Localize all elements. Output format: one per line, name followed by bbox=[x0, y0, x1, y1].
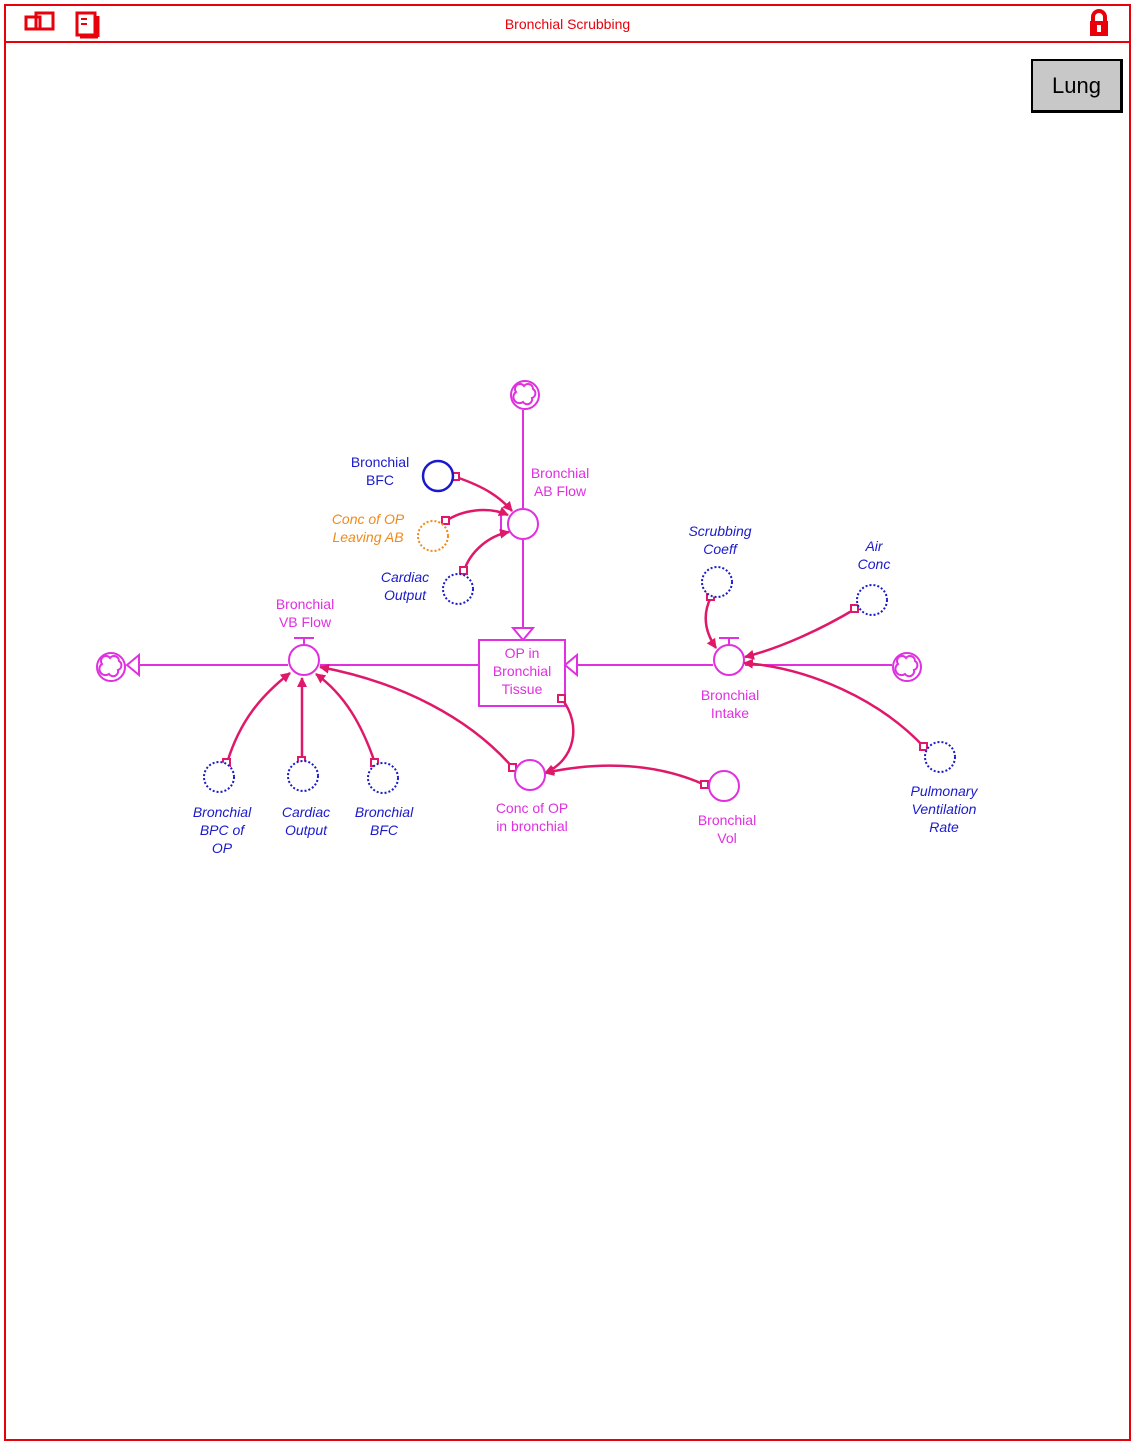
converter-label: Cardiac bbox=[282, 804, 330, 820]
converter-air-conc[interactable]: Air Conc bbox=[856, 538, 891, 616]
converter-label: Rate bbox=[929, 819, 959, 835]
flow-label: VB Flow bbox=[279, 614, 332, 630]
flow-label: Intake bbox=[711, 705, 749, 721]
converter-label: Bronchial bbox=[351, 454, 409, 470]
converter-conc-op-leaving-ab[interactable]: Conc of OP Leaving AB bbox=[332, 511, 449, 552]
converter-label: Conc of OP bbox=[496, 800, 568, 816]
window-title: Bronchial Scrubbing bbox=[504, 16, 631, 32]
stock-label: Tissue bbox=[502, 681, 543, 697]
converter-label: Pulmonary bbox=[911, 783, 979, 799]
converter-label: Scrubbing bbox=[688, 523, 751, 539]
converter-label: Output bbox=[285, 822, 328, 838]
flow-label: Bronchial bbox=[276, 596, 334, 612]
converter-label: Output bbox=[384, 587, 427, 603]
converter-label: BFC bbox=[366, 472, 394, 488]
converter-label: Bronchial bbox=[355, 804, 414, 820]
connector-arrows bbox=[225, 475, 925, 787]
converter-cardiac-output-bottom[interactable]: Cardiac Output bbox=[282, 760, 330, 838]
converter-label: Vol bbox=[717, 830, 736, 846]
converter-pulmonary-ventilation-rate[interactable]: Pulmonary Ventilation Rate bbox=[911, 741, 979, 835]
converter-label: Leaving AB bbox=[332, 529, 403, 545]
window-frame bbox=[4, 4, 1131, 1441]
converter-label: Bronchial bbox=[193, 804, 252, 820]
flow-valve-intake[interactable]: Bronchial Intake bbox=[701, 637, 759, 721]
converter-label: in bronchial bbox=[496, 818, 568, 834]
converter-label: OP bbox=[212, 840, 233, 856]
cloud-sink-icon[interactable] bbox=[96, 652, 126, 682]
flow-valve-vb[interactable]: Bronchial VB Flow bbox=[276, 596, 334, 676]
converter-label: BPC of bbox=[200, 822, 246, 838]
flow-pipe-vb bbox=[125, 652, 479, 678]
stock-label: OP in bbox=[505, 645, 540, 661]
converter-label: Bronchial bbox=[698, 812, 756, 828]
converter-label: Ventilation bbox=[912, 801, 977, 817]
converter-bronchial-bfc-top[interactable]: Bronchial BFC bbox=[351, 454, 455, 493]
stock-label: Bronchial bbox=[493, 663, 551, 679]
title-bar: Bronchial Scrubbing bbox=[4, 4, 1131, 43]
converter-label: Conc of OP bbox=[332, 511, 405, 527]
converter-bronchial-vol[interactable]: Bronchial Vol bbox=[698, 770, 756, 846]
converter-label: Coeff bbox=[703, 541, 739, 557]
converter-label: Cardiac bbox=[381, 569, 429, 585]
cloud-source-icon[interactable] bbox=[892, 652, 922, 682]
flow-label: Bronchial bbox=[701, 687, 759, 703]
padlock-icon[interactable] bbox=[1086, 8, 1112, 45]
window-layers-icon[interactable] bbox=[24, 10, 58, 39]
converter-conc-op-in-bronchial[interactable]: Conc of OP in bronchial bbox=[496, 759, 568, 834]
cloud-source-icon[interactable] bbox=[510, 380, 540, 410]
converter-label: BFC bbox=[370, 822, 399, 838]
converter-cardiac-output-top[interactable]: Cardiac Output bbox=[381, 569, 474, 605]
flow-pipe-ab bbox=[510, 410, 536, 642]
connector-tails bbox=[222, 472, 928, 789]
flow-label: AB Flow bbox=[534, 483, 587, 499]
converter-scrubbing-coeff[interactable]: Scrubbing Coeff bbox=[688, 523, 752, 598]
flow-label: Bronchial bbox=[531, 465, 589, 481]
converter-bronchial-bpc-of-op[interactable]: Bronchial BPC of OP bbox=[193, 761, 252, 856]
converter-label: Air bbox=[864, 538, 883, 554]
flow-valve-ab[interactable]: Bronchial AB Flow bbox=[500, 465, 589, 540]
converter-label: Conc bbox=[858, 556, 891, 572]
stock-op-in-bronchial-tissue[interactable]: OP in Bronchial Tissue bbox=[478, 639, 566, 707]
document-list-icon[interactable] bbox=[74, 10, 104, 45]
lung-button[interactable]: Lung bbox=[1031, 59, 1123, 113]
converter-bronchial-bfc-bottom[interactable]: Bronchial BFC bbox=[355, 762, 414, 838]
